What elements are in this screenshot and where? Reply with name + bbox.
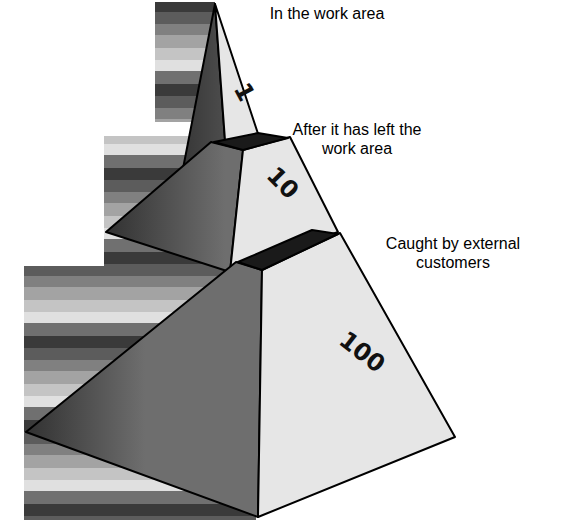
tier-shape [20, 228, 460, 520]
tier-label: Caught by external customers [358, 234, 548, 272]
tier-face [26, 262, 262, 517]
tier-face [258, 233, 455, 517]
tier-label: After it has left the work area [282, 120, 432, 158]
tier-label: In the work area [262, 4, 392, 23]
tier-face [238, 230, 338, 270]
tier-face [214, 133, 288, 150]
pyramid-tier: Caught by external customers100 [20, 228, 460, 520]
tier-face [106, 142, 243, 272]
